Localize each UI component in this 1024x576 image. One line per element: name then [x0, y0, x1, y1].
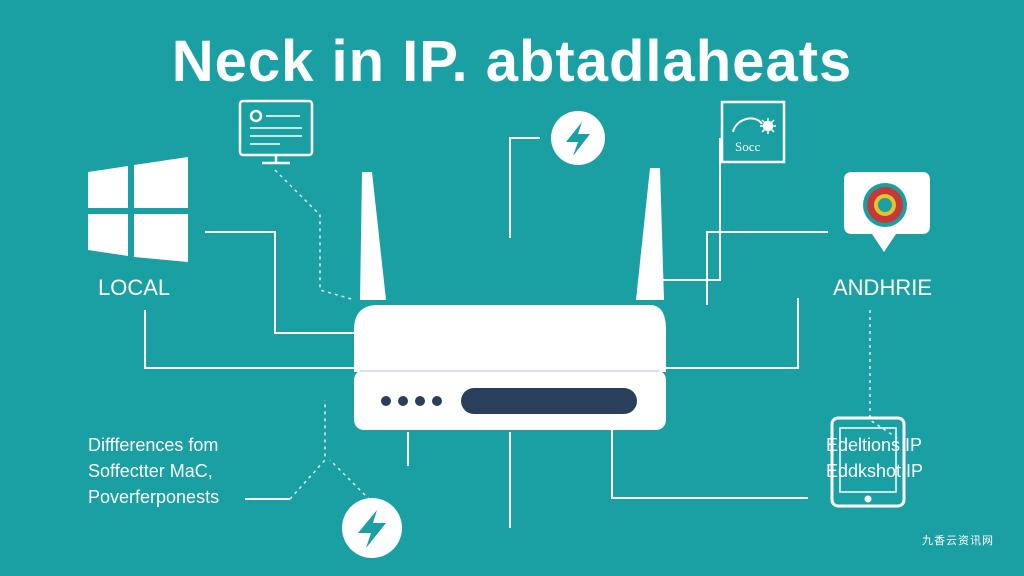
right-note-line: Eddkshot IP — [826, 461, 924, 481]
local-label: LOCAL — [98, 275, 171, 300]
left-note-line: Diffferences fom — [88, 435, 219, 455]
connector-local — [144, 310, 355, 369]
connector-andhrie — [665, 298, 799, 369]
socket-label: Socc — [735, 139, 761, 154]
left-note: Diffferences fom Soffectter MaC, Poverfe… — [88, 432, 219, 510]
left-note-line: Poverferponests — [88, 487, 220, 507]
dotted-left-note — [289, 400, 326, 500]
map-pin-icon — [844, 172, 930, 252]
lightning-bolt-icon-bottom — [342, 498, 402, 558]
dotted-bolt-bottom — [329, 459, 371, 501]
right-note: Edeltions IP Eddkshot IP — [826, 432, 923, 484]
tablet-icon — [830, 416, 906, 508]
windows-logo-icon — [88, 157, 188, 262]
connector-bolt-top — [509, 137, 540, 238]
connector-socket — [655, 138, 721, 281]
left-note-line: Soffectter MaC, — [88, 461, 213, 481]
right-note-line: Edeltions IP — [826, 435, 923, 455]
dotted-monitor — [274, 169, 356, 301]
watermark: 九香云资讯网 — [922, 535, 994, 547]
dotted-right — [869, 310, 901, 441]
monitor-icon — [238, 99, 314, 165]
andhrie-label: ANDHRIE — [833, 275, 933, 300]
socket-icon — [720, 100, 786, 164]
connector-tablet — [611, 425, 808, 499]
router-icon — [354, 168, 666, 430]
lightning-bolt-icon-top — [551, 111, 605, 165]
connector-pin — [706, 231, 828, 305]
diagram-title: Neck in IP. abtadlaheats — [171, 29, 853, 94]
connector-windows — [205, 231, 355, 334]
